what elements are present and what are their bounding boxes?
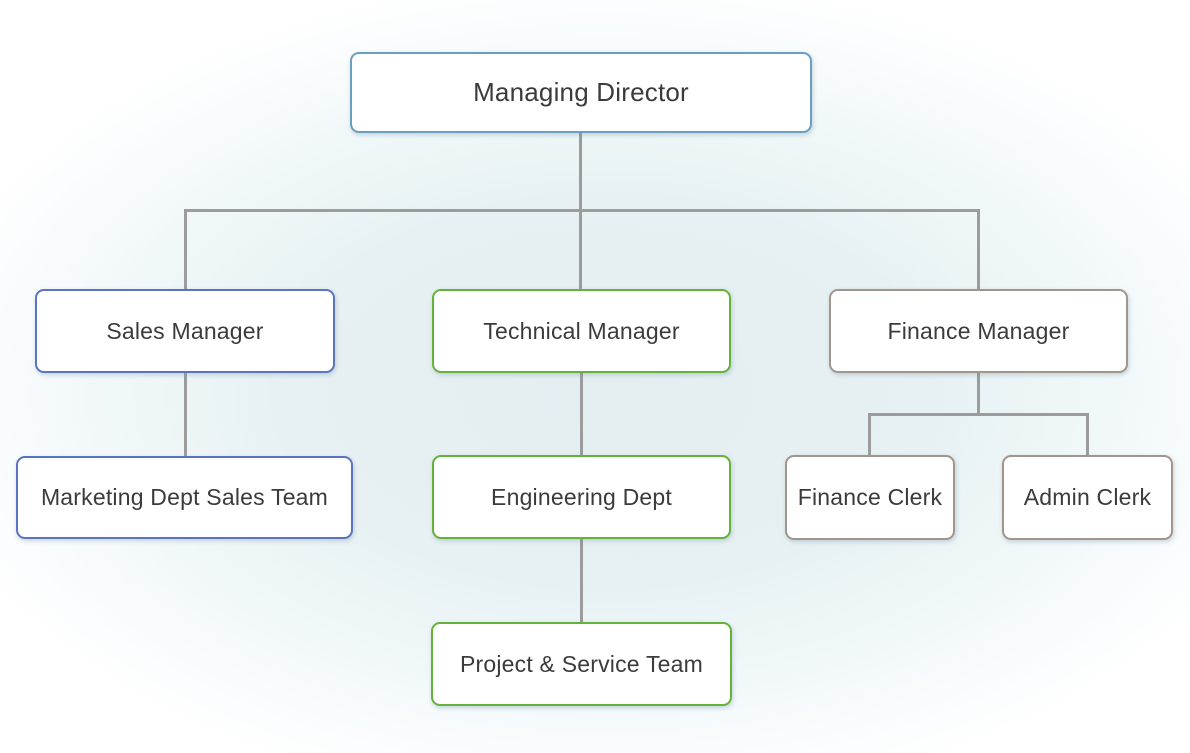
org-node-label: Sales Manager xyxy=(106,317,264,344)
connector-tier1-rail xyxy=(184,209,980,212)
connector-to-admin-clerk xyxy=(1086,413,1089,455)
org-node-label: Admin Clerk xyxy=(1023,484,1152,510)
org-node-label: Marketing Dept Sales Team xyxy=(40,484,329,510)
connector-to-sales-manager xyxy=(184,209,187,289)
org-node-engineering-dept[interactable]: Engineering Dept xyxy=(432,455,731,539)
org-node-label: Managing Director xyxy=(473,77,689,107)
org-node-finance-clerk[interactable]: Finance Clerk xyxy=(785,455,955,540)
org-node-label: Project & Service Team xyxy=(459,650,703,677)
org-node-label: Engineering Dept xyxy=(491,483,672,510)
org-node-finance-manager[interactable]: Finance Manager xyxy=(829,289,1128,373)
connector-engineering-to-project xyxy=(580,539,583,622)
org-node-managing-director[interactable]: Managing Director xyxy=(350,52,812,133)
connector-sales-to-marketing xyxy=(184,373,187,456)
connector-to-finance-clerk xyxy=(868,413,871,455)
org-node-label: Finance Manager xyxy=(887,317,1070,344)
connector-tech-to-engineering xyxy=(580,373,583,455)
connector-finance-rail xyxy=(868,413,1089,416)
org-node-technical-manager[interactable]: Technical Manager xyxy=(432,289,731,373)
org-node-label: Finance Clerk xyxy=(797,484,943,510)
org-node-admin-clerk[interactable]: Admin Clerk xyxy=(1002,455,1173,540)
connector-to-finance-manager xyxy=(977,209,980,289)
org-node-project-service-team[interactable]: Project & Service Team xyxy=(431,622,732,706)
org-node-sales-manager[interactable]: Sales Manager xyxy=(35,289,335,373)
connector-finance-stem xyxy=(977,373,980,416)
org-node-label: Technical Manager xyxy=(483,317,680,344)
org-node-marketing-dept-sales-team[interactable]: Marketing Dept Sales Team xyxy=(16,456,353,539)
